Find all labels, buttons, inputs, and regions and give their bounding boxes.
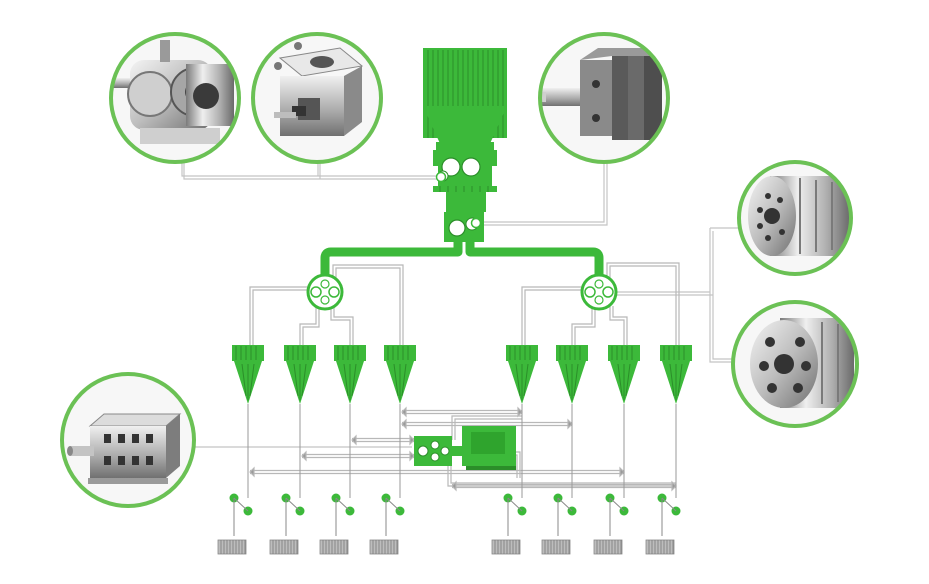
spinneret-cone-icon <box>384 345 416 404</box>
photo-gear-pump-booster <box>251 32 383 164</box>
winder-bobbin-icon <box>217 493 253 555</box>
photo-metering-pump-top <box>538 32 670 164</box>
winder-bobbin-icon <box>645 493 681 555</box>
gear-pump-icon <box>111 34 239 162</box>
winder-bobbin-icon <box>593 493 629 555</box>
drive-motor-icon <box>462 426 516 470</box>
multi-outlet-pump-icon <box>62 374 194 506</box>
spinneret-cone-icon <box>660 345 692 404</box>
flow-arrow <box>401 406 407 418</box>
flow-arrow <box>249 466 255 478</box>
main-manifold <box>320 237 604 281</box>
connection-markers <box>435 171 482 229</box>
distributor-right-icon <box>580 273 618 311</box>
flow-arrow <box>619 466 625 478</box>
photo-spinning-pump-lower <box>731 300 859 428</box>
spinneret-cone-icon <box>284 345 316 404</box>
winder-bobbin-icon <box>319 493 355 555</box>
flow-arrow <box>301 450 307 462</box>
photo-gear-pump-large <box>109 32 241 164</box>
pipe-network <box>249 262 680 492</box>
photo-spinning-pump-upper <box>737 160 853 276</box>
flow-arrow <box>451 480 457 492</box>
spinneret-cone-icon <box>334 345 366 404</box>
hopper-icon <box>423 48 507 150</box>
metering-pump-icon <box>540 34 668 162</box>
spinneret-row <box>232 345 692 404</box>
distributor-left-icon <box>306 273 344 311</box>
winder-bobbin-icon <box>269 493 305 555</box>
flow-arrow <box>517 406 523 418</box>
spinneret-cone-icon <box>232 345 264 404</box>
spinneret-cone-icon <box>556 345 588 404</box>
flow-arrow <box>409 434 415 446</box>
spinneret-cone-icon <box>608 345 640 404</box>
extruder-icon <box>433 150 497 242</box>
photo-multi-outlet-pump <box>60 372 196 508</box>
winder-row <box>217 493 681 555</box>
thread-lines <box>247 404 677 498</box>
winder-bobbin-icon <box>541 493 577 555</box>
flow-arrow <box>401 418 407 430</box>
spinning-pump-icon <box>733 302 857 426</box>
booster-pump-icon <box>253 34 381 162</box>
winder-bobbin-icon <box>369 493 405 555</box>
spinneret-cone-icon <box>506 345 538 404</box>
flow-arrow <box>409 450 415 462</box>
flow-arrow <box>351 434 357 446</box>
photo-connector-lines <box>181 160 740 448</box>
spinning-pump-icon <box>739 162 851 274</box>
flow-arrow <box>567 418 573 430</box>
winder-bobbin-icon <box>491 493 527 555</box>
multi-outlet-pump-icon <box>414 436 462 466</box>
flow-arrow <box>671 480 677 492</box>
